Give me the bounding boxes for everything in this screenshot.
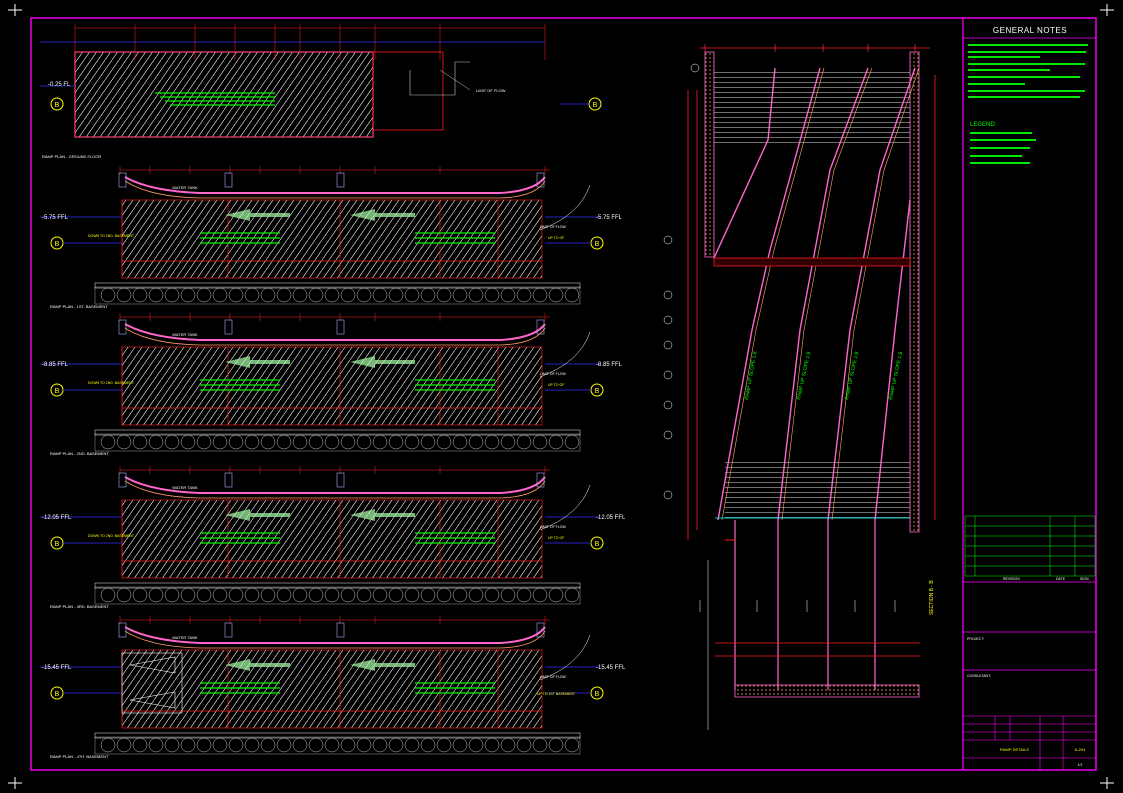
ffl-right-basement-2: -8.85 FFL xyxy=(596,362,623,368)
limit-of-flow-label: LIMIT OF FLOW xyxy=(476,88,506,93)
grid-marker-left-2: B xyxy=(55,388,60,395)
down-to-basement-2: DOWN TO 2ND. BASEMENT xyxy=(88,381,135,385)
ffl-left-ground: -0.25 FL xyxy=(48,82,71,88)
grid-marker-right-1: B xyxy=(595,241,600,248)
grid-marker-right-3: B xyxy=(595,541,600,548)
ramp-slab-basement-1 xyxy=(121,199,543,279)
ramp-slab-basement-3 xyxy=(121,499,543,579)
sheet-border xyxy=(30,17,1097,771)
limit-of-flow-1: LIMIT OF FLOW xyxy=(540,225,566,229)
limit-of-flow-2: LIMIT OF FLOW xyxy=(540,372,566,376)
section-b-b: RAMP UP SLOPE 1:8 RAMP UP SLOPE 1:8 RAMP… xyxy=(663,44,936,730)
limit-of-flow-3: LIMIT OF FLOW xyxy=(540,525,566,529)
grid-marker-left-3: B xyxy=(55,541,60,548)
plan-label-basement-1: RAMP PLAN - 1ST. BASEMENT xyxy=(50,304,108,309)
down-to-basement-1: DOWN TO 2ND. BASEMENT xyxy=(88,234,135,238)
water-tank-label-1: WATER TANK xyxy=(172,185,198,190)
limit-of-flow-4: LIMIT OF FLOW xyxy=(540,675,566,679)
up-to-gf-1: UP TO GF xyxy=(548,236,564,240)
consultant-label: CONSULTANT: xyxy=(967,674,991,678)
svg-text:RAMP UP SLOPE 1:8: RAMP UP SLOPE 1:8 xyxy=(744,351,758,401)
sign-header: SIGN xyxy=(1080,577,1089,581)
title-block: GENERAL NOTES LEGEND: xyxy=(962,18,1096,770)
sheet-number: 1/1 xyxy=(1078,763,1083,767)
water-tank-label-4: WATER TANK xyxy=(172,635,198,640)
section-label: SECTION B - B xyxy=(929,580,935,615)
date-header: DATE xyxy=(1056,577,1066,581)
up-to-first-basement: UP TO 1ST BASEMENT xyxy=(537,692,576,696)
ffl-right-basement-1: -5.75 FFL xyxy=(596,215,623,221)
drawing-title: RAMP DETAILS xyxy=(1000,747,1029,752)
ramp-slab-basement-4 xyxy=(121,649,543,729)
project-label: PROJECT: xyxy=(967,637,984,641)
corner-marks xyxy=(8,4,1114,789)
grid-marker-right-4: B xyxy=(595,691,600,698)
plan-label-ground: RAMP PLAN - GROUND FLOOR xyxy=(42,154,101,159)
up-to-gf-2: UP TO GF xyxy=(548,383,564,387)
up-to-gf-3: UP TO GF xyxy=(548,536,564,540)
ffl-left-basement-1: -5.75 FFL xyxy=(42,215,69,221)
legend-title: LEGEND: xyxy=(970,122,997,128)
water-tank-label-3: WATER TANK xyxy=(172,485,198,490)
water-tank-label-2: WATER TANK xyxy=(172,332,198,337)
general-notes-title: GENERAL NOTES xyxy=(993,26,1067,35)
ffl-right-basement-3: -12.05 FFL xyxy=(596,515,626,521)
ramp-slab-basement-2 xyxy=(121,346,543,426)
grid-marker-ground-left: B xyxy=(55,102,60,109)
ramp-slab-ground xyxy=(74,51,374,138)
grid-marker-left-4: B xyxy=(55,691,60,698)
ramp-plans: LIMIT OF FLOW -0.25 FL B B RAMP PLAN - GROUN… xyxy=(40,24,626,759)
down-to-basement-3: DOWN TO 2ND. BASEMENT xyxy=(88,534,135,538)
grid-marker-ground-right: B xyxy=(593,102,598,109)
ffl-left-basement-2: -8.85 FFL xyxy=(42,362,69,368)
drawing-number: A-204 xyxy=(1075,747,1086,752)
grid-marker-right-2: B xyxy=(595,388,600,395)
ffl-left-basement-3: -12.05 FFL xyxy=(42,515,72,521)
grid-marker-left-1: B xyxy=(55,241,60,248)
ffl-left-basement-4: -15.45 FFL xyxy=(42,665,72,671)
ffl-right-basement-4: -15.45 FFL xyxy=(596,665,626,671)
plan-label-basement-3: RAMP PLAN - 3RD. BASEMENT xyxy=(50,604,109,609)
revision-header: REVISION xyxy=(1003,577,1020,581)
plan-label-basement-2: RAMP PLAN - 2ND. BASEMENT xyxy=(50,451,109,456)
plan-label-basement-4: RAMP PLAN - 4TH. BASEMENT xyxy=(50,754,109,759)
